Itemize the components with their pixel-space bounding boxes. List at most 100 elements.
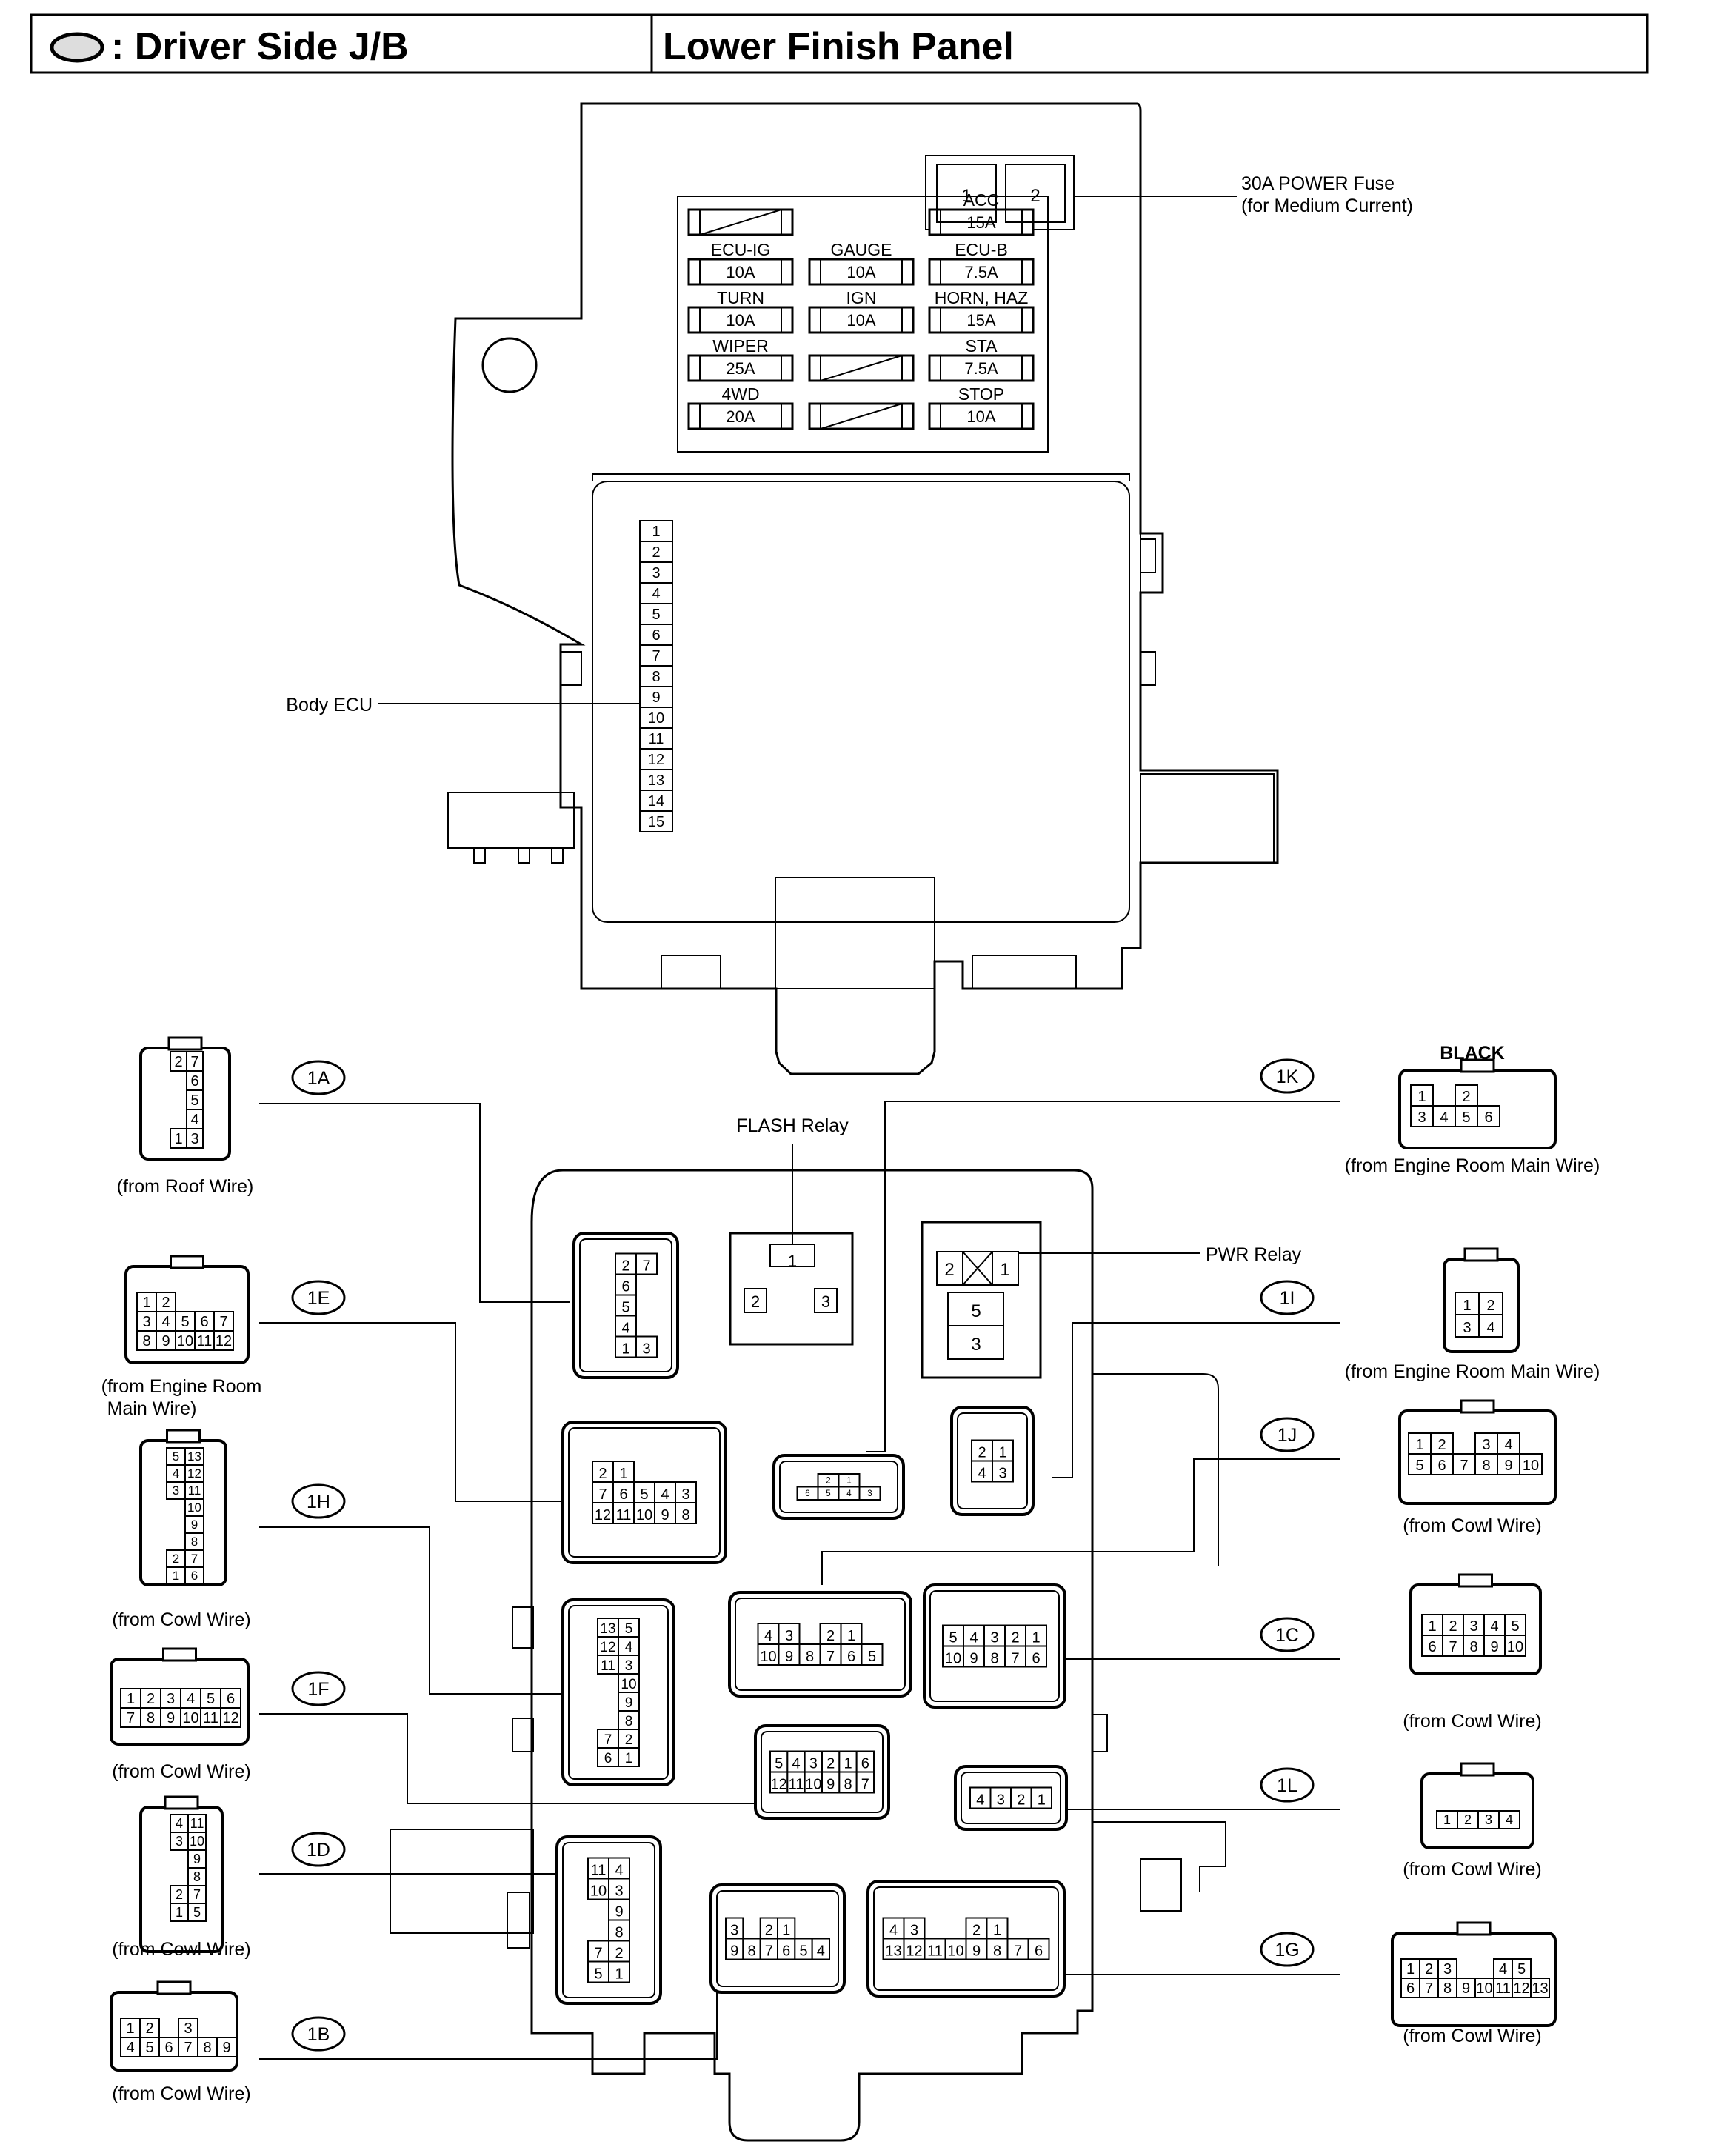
jb-pin-label: 1 xyxy=(1038,1792,1046,1809)
pin-label: 6 xyxy=(200,1314,208,1330)
jb-pin-label: 2 xyxy=(615,1946,623,1962)
pin-cell xyxy=(1474,1432,1498,1455)
pin-label: 3 xyxy=(190,1131,198,1147)
jb-pin-label: 5 xyxy=(949,1630,957,1646)
header: : Driver Side J/B Lower Finish Panel xyxy=(30,13,1649,74)
pin-cell xyxy=(1410,1105,1434,1127)
empty-slot-mark xyxy=(699,209,782,236)
connector-code: 1A xyxy=(307,1068,330,1089)
flash-relay[interactable]: FLASH Relay 1 2 3 xyxy=(729,1115,854,1346)
jb-pin-label: 4 xyxy=(846,1489,852,1498)
jb-pin-label: 10 xyxy=(590,1883,607,1900)
pin-cell xyxy=(186,1128,204,1149)
fuse-panel: 15AACC10AECU-IG10AGAUGE7.5AECU-B10ATURN1… xyxy=(687,190,1035,430)
jb-pin-label: 10 xyxy=(760,1649,776,1665)
pwr-relay[interactable]: 2 1 5 3 PWR Relay xyxy=(921,1221,1302,1379)
jb-pin-label: 2 xyxy=(1011,1630,1019,1646)
pin-label: 10 xyxy=(1507,1639,1523,1655)
ecu-pin-cell xyxy=(639,603,673,625)
jb-pin-cell xyxy=(592,1461,614,1483)
power-fuse[interactable]: 1 2 30A POWER Fuse (for Medium Current) xyxy=(936,164,1413,223)
jb-socket-inner xyxy=(716,1890,839,1987)
jb-pin-label: 9 xyxy=(625,1695,633,1711)
pin-cell xyxy=(1442,1614,1464,1636)
connector-leader xyxy=(866,1101,1340,1452)
connector-code: 1D xyxy=(307,1840,330,1860)
jb-pin-label: 1 xyxy=(846,1477,851,1486)
jb-pin-label: 10 xyxy=(636,1507,652,1523)
jb-pin-cell xyxy=(612,1461,635,1483)
pin-cell xyxy=(1408,1432,1432,1455)
jb-pin-cell xyxy=(855,1771,875,1794)
pin-label: 7 xyxy=(1449,1639,1457,1655)
fuse-empty-slot[interactable] xyxy=(808,402,915,430)
pin-label: 5 xyxy=(173,1449,179,1464)
ecu-pin-label: 8 xyxy=(652,669,660,685)
pin-label: 9 xyxy=(191,1518,198,1532)
connector-latch xyxy=(1463,1247,1499,1262)
pin-label: 5 xyxy=(193,1905,201,1920)
jb-pin-cell xyxy=(618,1747,640,1767)
fuse-rating: 10A xyxy=(966,407,995,426)
jb-pin-cell xyxy=(965,1917,988,1940)
fuse-name: STOP xyxy=(958,384,1004,404)
jb-socket-inner xyxy=(929,1590,1060,1702)
jb-pin-label: 3 xyxy=(910,1923,918,1939)
pin-label: 5 xyxy=(1415,1458,1423,1474)
fuse-body xyxy=(928,402,1035,430)
jb-socket-inner xyxy=(761,1731,884,1813)
ecu-pin-label: 3 xyxy=(652,565,660,581)
jb-pin-cell xyxy=(618,1636,640,1656)
fuse-empty-slot[interactable] xyxy=(808,354,915,382)
connector-source: (from Cowl Wire) xyxy=(112,1761,251,1782)
header-symbol-label: : Driver Side J/B xyxy=(111,25,409,68)
pin-cell xyxy=(160,1707,181,1728)
jb-pin-label: 3 xyxy=(990,1630,998,1646)
empty-slot-mark xyxy=(820,403,903,430)
pin-cell xyxy=(180,1707,201,1728)
lower-jb-outline xyxy=(390,1169,1226,2142)
pin-label: 6 xyxy=(227,1691,235,1707)
fuse-name: HORN, HAZ xyxy=(935,288,1029,307)
pin-cell xyxy=(187,1903,207,1922)
pin-label: 10 xyxy=(190,1834,204,1849)
jb-pin-label: 6 xyxy=(847,1649,855,1665)
fuse-stop[interactable]: 10A STOP xyxy=(928,384,1035,430)
pin-cell xyxy=(184,1566,204,1585)
jb-socket-inner xyxy=(568,1427,721,1558)
pin-cell xyxy=(187,1832,207,1851)
pin-label: 8 xyxy=(1469,1639,1477,1655)
jb-pin-label: 3 xyxy=(785,1628,793,1644)
fuse-empty-slot[interactable] xyxy=(687,208,794,236)
jb-pin-label: 2 xyxy=(625,1732,633,1748)
pin-cell xyxy=(136,1311,157,1332)
jb-pin-label: 5 xyxy=(594,1966,602,1983)
jb-pin-cell xyxy=(882,1938,905,1960)
jb-socket-inner xyxy=(579,1238,672,1372)
jb-pin-label: 2 xyxy=(1017,1792,1025,1809)
connector-leader xyxy=(821,1458,1340,1585)
ecu-pin-cell xyxy=(639,624,673,646)
